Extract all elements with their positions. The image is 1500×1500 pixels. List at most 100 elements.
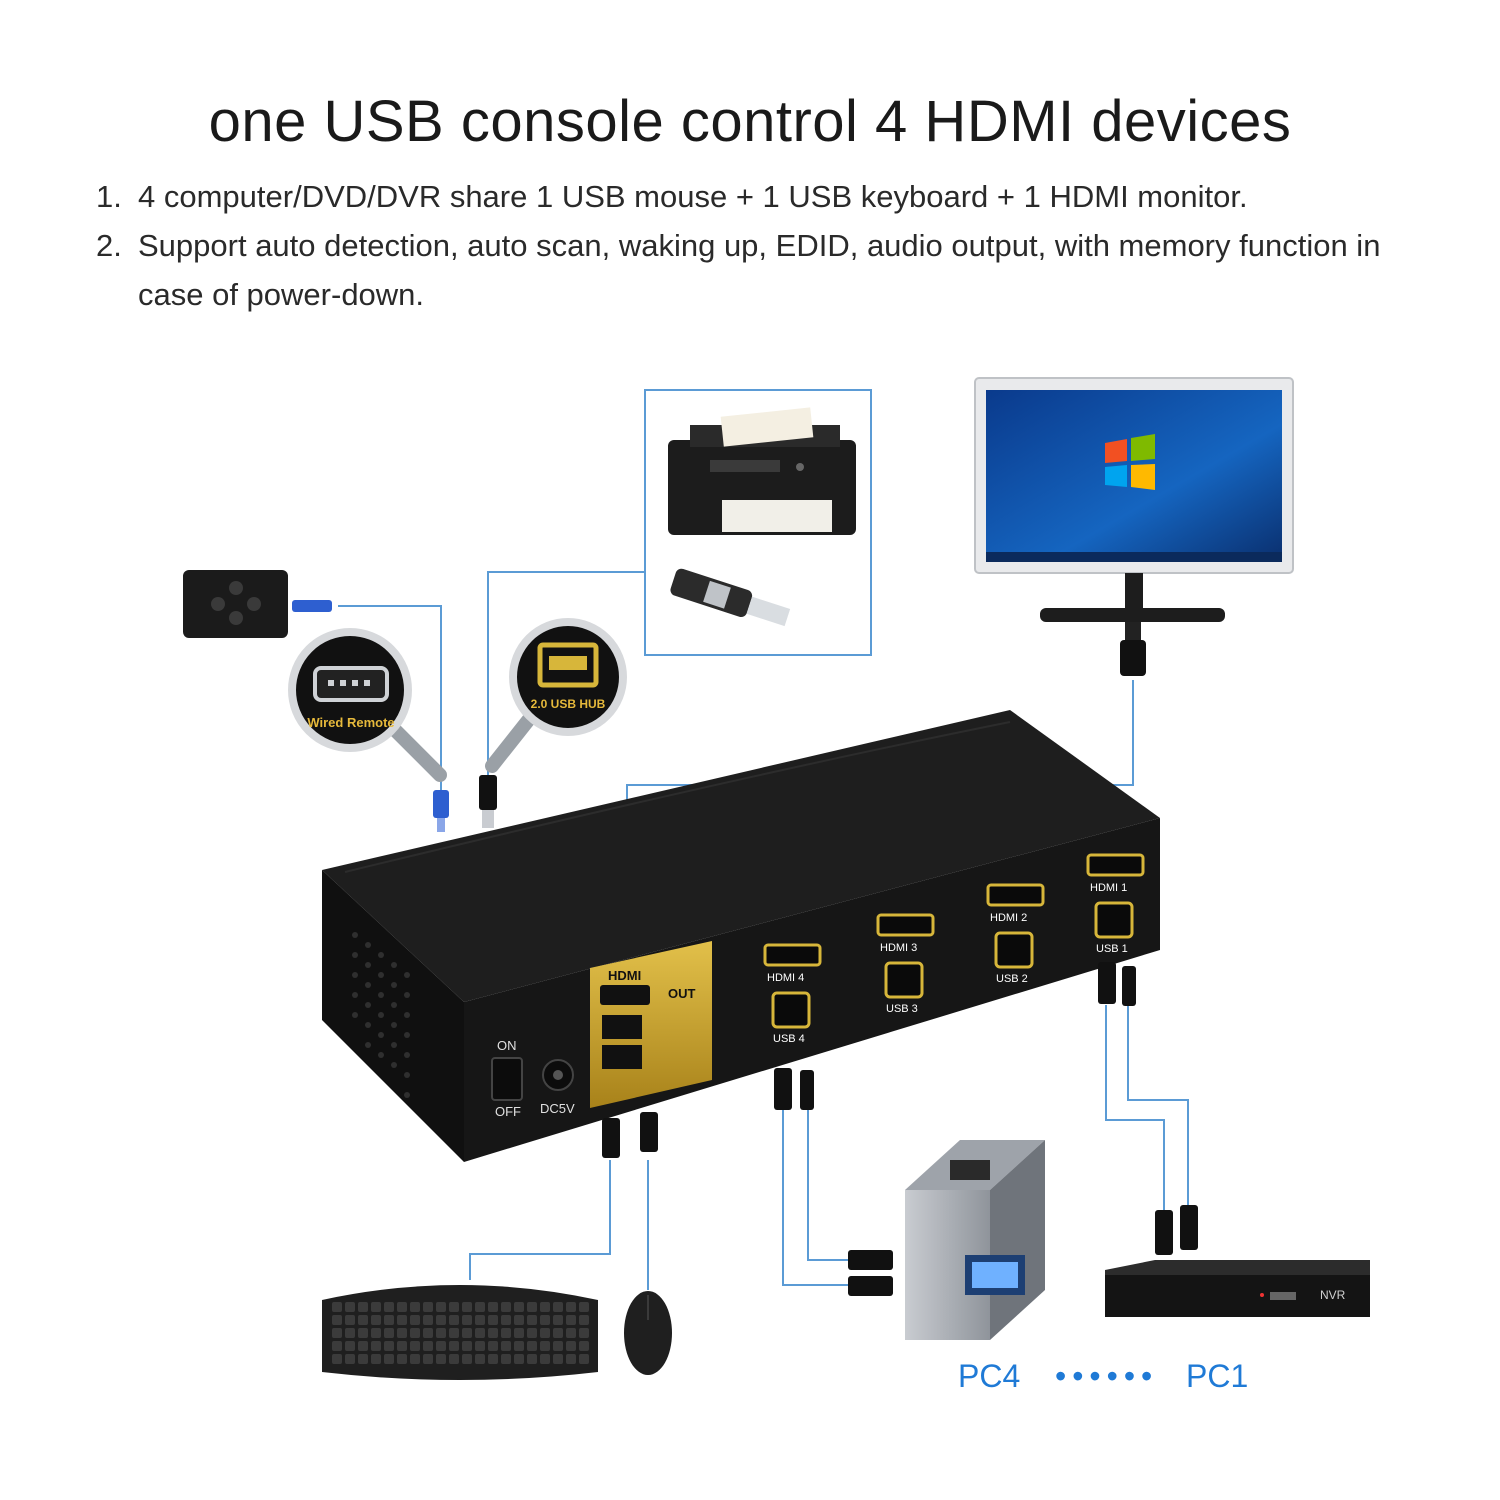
- page-title: one USB console control 4 HDMI devices: [208, 89, 1292, 154]
- hdmi-in-port[interactable]: [876, 913, 935, 937]
- keyboard-key: [371, 1302, 381, 1312]
- keyboard-key: [462, 1354, 472, 1364]
- hdmi-port-label: HDMI 1: [1090, 882, 1127, 894]
- keyboard-key: [436, 1341, 446, 1351]
- keyboard-key: [579, 1315, 589, 1325]
- channel-3: HDMI 3 USB 3: [876, 913, 935, 1015]
- keyboard-key: [540, 1328, 550, 1338]
- out-label: OUT: [668, 986, 696, 1001]
- keyboard-key: [553, 1341, 563, 1351]
- feature-item-2: 2. Support auto detection, auto scan, wa…: [96, 221, 1428, 319]
- keyboard-key: [501, 1315, 511, 1325]
- keyboard-key: [397, 1315, 407, 1325]
- cable-pc4-usb: [807, 1110, 848, 1261]
- usb-b-port[interactable]: [884, 961, 924, 999]
- keyboard-key: [358, 1302, 368, 1312]
- keyboard-key: [410, 1302, 420, 1312]
- keyboard-key: [436, 1328, 446, 1338]
- cable-pc1-usb: [1127, 1005, 1189, 1210]
- keyboard-key: [449, 1302, 459, 1312]
- usb-hub-magnifier: 2.0 USB HUB: [485, 618, 627, 773]
- keyboard-key: [410, 1354, 420, 1364]
- usb-a-port-1: [602, 1015, 642, 1039]
- power-switch[interactable]: [491, 1057, 523, 1101]
- keyboard-key: [475, 1341, 485, 1351]
- monitor-icon: [974, 377, 1294, 622]
- keyboard-key: [527, 1315, 537, 1325]
- hdmi-in-port[interactable]: [986, 883, 1045, 907]
- keyboard-key: [410, 1341, 420, 1351]
- nvr-plugs: [1155, 1205, 1198, 1255]
- usb-stick-icon: [670, 568, 791, 627]
- keyboard-key: [332, 1354, 342, 1364]
- channel-1: HDMI 1 USB 1: [1086, 853, 1145, 955]
- keyboard-key: [475, 1354, 485, 1364]
- keyboard-key: [410, 1328, 420, 1338]
- keyboard-key: [423, 1302, 433, 1312]
- keyboard-key: [527, 1354, 537, 1364]
- keyboard-key: [566, 1341, 576, 1351]
- usb-port-label: USB 1: [1096, 943, 1128, 955]
- hdmi-in-port[interactable]: [1086, 853, 1145, 877]
- keyboard-key: [475, 1328, 485, 1338]
- pc1-plugs: [1098, 962, 1136, 1006]
- keyboard-key: [553, 1302, 563, 1312]
- keyboard-key: [579, 1302, 589, 1312]
- cable-keyboard: [469, 1160, 611, 1280]
- keyboard-key: [514, 1341, 524, 1351]
- keyboard-key: [566, 1328, 576, 1338]
- keyboard-key: [345, 1302, 355, 1312]
- nvr-label: NVR: [1320, 1288, 1346, 1302]
- keyboard-key: [540, 1315, 550, 1325]
- keyboard-key: [332, 1341, 342, 1351]
- keyboard-key: [345, 1341, 355, 1351]
- keyboard-key: [488, 1341, 498, 1351]
- wired-remote-icon: [183, 570, 332, 638]
- keyboard-key: [514, 1328, 524, 1338]
- keyboard-key: [423, 1328, 433, 1338]
- hdmi-in-port[interactable]: [763, 943, 822, 967]
- keyboard-key: [358, 1328, 368, 1338]
- dc5v-label: DC5V: [540, 1101, 575, 1116]
- connection-diagram: Wired Remote 2.0 USB HUB ON: [183, 377, 1370, 1380]
- usb-hub-label: 2.0 USB HUB: [531, 697, 606, 711]
- keyboard-key: [579, 1328, 589, 1338]
- cable-pc4-hdmi: [782, 1110, 848, 1286]
- feature-text: Support auto detection, auto scan, wakin…: [138, 228, 1381, 312]
- off-label: OFF: [495, 1104, 521, 1119]
- wired-remote-label: Wired Remote: [307, 715, 394, 730]
- kvm-switch: ON OFF DC5V HDMI OUT: [322, 710, 1160, 1162]
- keyboard-key: [345, 1315, 355, 1325]
- keyboard-key: [345, 1354, 355, 1364]
- keyboard-key: [397, 1354, 407, 1364]
- keyboard-key: [527, 1328, 537, 1338]
- keyboard-key: [527, 1302, 537, 1312]
- usb-b-port[interactable]: [994, 931, 1034, 969]
- keyboard-key: [540, 1354, 550, 1364]
- usb-port-label: USB 3: [886, 1003, 918, 1015]
- feature-item-1: 1. 4 computer/DVD/DVR share 1 USB mouse …: [96, 172, 1248, 221]
- keyboard-key: [384, 1302, 394, 1312]
- keyboard-key: [488, 1354, 498, 1364]
- keyboard-key: [332, 1328, 342, 1338]
- keyboard-key: [540, 1302, 550, 1312]
- keyboard-key: [449, 1315, 459, 1325]
- keyboard-key: [358, 1354, 368, 1364]
- keyboard-key: [501, 1328, 511, 1338]
- keyboard-key: [501, 1302, 511, 1312]
- keyboard-key: [553, 1315, 563, 1325]
- keyboard-key: [449, 1328, 459, 1338]
- keyboard-key: [423, 1315, 433, 1325]
- hdmi-plug-monitor: [1120, 622, 1146, 676]
- keyboard-key: [423, 1354, 433, 1364]
- keyboard-key: [436, 1315, 446, 1325]
- keyboard-key: [488, 1328, 498, 1338]
- usb-b-port[interactable]: [1094, 901, 1134, 939]
- cable-usb-hub: [487, 571, 645, 780]
- hdmi-out-label: HDMI: [608, 968, 641, 983]
- cable-remote: [338, 605, 442, 790]
- usb-b-port[interactable]: [771, 991, 811, 1029]
- hdmi-port-label: HDMI 3: [880, 942, 917, 954]
